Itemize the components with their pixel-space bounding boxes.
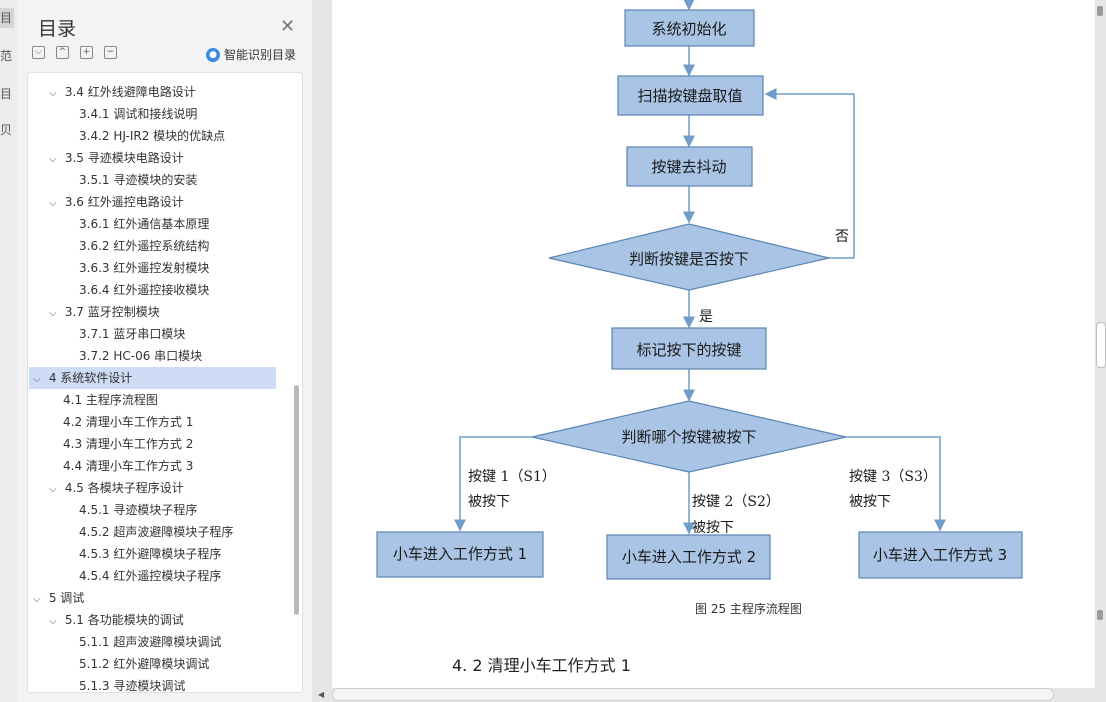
ai-icon: ●: [206, 47, 220, 62]
chevron-down-icon[interactable]: ⌵: [49, 484, 57, 495]
toc-item[interactable]: 3.6.3 红外遥控发射模块: [79, 261, 210, 275]
toc-item[interactable]: 4.1 主程序流程图: [63, 393, 158, 407]
section-heading: 4. 2 清理小车工作方式 1: [452, 656, 631, 675]
toc-item[interactable]: 4.5.3 红外避障模块子程序: [79, 547, 222, 561]
flowchart: 系统初始化 扫描按键盘取值 按键去抖动 判断按键是否按下 标记按下的按键 判断哪…: [376, 0, 1023, 580]
toc-item[interactable]: ⌵ 3.5 寻迹模块电路设计: [29, 147, 301, 169]
rail-item-4[interactable]: 贝: [0, 123, 13, 137]
chevron-down-icon[interactable]: ⌵: [49, 88, 57, 99]
toc-item[interactable]: 3.4.2 HJ-IR2 模块的优缺点: [79, 129, 226, 143]
toc-item[interactable]: ⌵ 5.1 各功能模块的调试: [29, 609, 301, 631]
toc-item[interactable]: ⌵ 3.7 蓝牙控制模块: [29, 301, 301, 323]
rail-item-3[interactable]: 目: [0, 87, 13, 101]
chevron-down-icon[interactable]: ⌵: [49, 154, 57, 165]
mode1-text: 小车进入工作方式 1: [393, 545, 527, 563]
rail-item-toc[interactable]: 目: [0, 8, 14, 28]
toc-item[interactable]: 4.2 清理小车工作方式 1: [63, 415, 194, 429]
key1-label-2: 被按下: [468, 494, 510, 510]
key3-label-1: 按键 3（S3）: [849, 469, 937, 485]
figure-caption: 图 25 主程序流程图: [695, 602, 802, 616]
branch-arrow-1: [454, 436, 532, 532]
collapse-all-icon[interactable]: ⌵: [32, 46, 45, 59]
scroll-marker[interactable]: [1097, 6, 1103, 16]
mode3-text: 小车进入工作方式 3: [873, 546, 1007, 564]
horizontal-scrollbar[interactable]: [332, 688, 1054, 701]
vertical-scrollbar[interactable]: [1096, 322, 1106, 368]
mode3-box: [858, 531, 1023, 579]
toc-item[interactable]: 4.5.4 红外遥控模块子程序: [79, 569, 222, 583]
mode2-box: [606, 534, 771, 580]
toc-item[interactable]: 3.6.1 红外通信基本原理: [79, 217, 210, 231]
toc-item[interactable]: 4.5.1 寻迹模块子程序: [79, 503, 198, 517]
scroll-marker[interactable]: [1097, 610, 1103, 620]
scan-text: 扫描按键盘取值: [637, 87, 742, 105]
key1-label-1: 按键 1（S1）: [468, 469, 556, 485]
toc-item[interactable]: 3.4.1 调试和接线说明: [79, 107, 198, 121]
left-rail: 目 范 目 贝: [0, 0, 19, 702]
key2-label-1: 按键 2（S2）: [692, 494, 780, 510]
toc-title: 目录: [38, 18, 77, 40]
toc-item[interactable]: 3.7.1 蓝牙串口模块: [79, 327, 186, 341]
mark-box: [611, 327, 767, 370]
toc-item[interactable]: 3.6.2 红外遥控系统结构: [79, 239, 210, 253]
rail-item-2[interactable]: 范: [0, 49, 13, 63]
smart-toc-button[interactable]: ● 智能识别目录: [206, 46, 296, 63]
toc-item[interactable]: 3.6.4 红外遥控接收模块: [79, 283, 210, 297]
chevron-down-icon[interactable]: ⌵: [33, 374, 41, 385]
toc-item[interactable]: 4.3 清理小车工作方式 2: [63, 437, 194, 451]
toc-item[interactable]: 4.4 清理小车工作方式 3: [63, 459, 194, 473]
toc-item[interactable]: ⌵ 3.6 红外遥控电路设计: [29, 191, 301, 213]
judge-which-text: 判断哪个按键被按下: [621, 428, 756, 446]
chevron-down-icon[interactable]: ⌵: [33, 594, 41, 605]
expand-level-icon[interactable]: ^: [56, 46, 69, 59]
chevron-down-icon[interactable]: ⌵: [49, 198, 57, 209]
key2-label-2: 被按下: [692, 520, 734, 536]
toc-item[interactable]: 3.5.1 寻迹模块的安装: [79, 173, 198, 187]
toc-item[interactable]: 5.1.1 超声波避障模块调试: [79, 635, 222, 649]
toc-item[interactable]: 3.7.2 HC-06 串口模块: [79, 349, 203, 363]
mode1-box: [376, 531, 544, 578]
remove-heading-icon[interactable]: −: [104, 46, 117, 59]
scroll-left-icon[interactable]: ◀: [318, 690, 325, 699]
toc-list: ⌵ 3.4 红外线避障电路设计 3.4.1 调试和接线说明 3.4.2 HJ-I…: [27, 72, 303, 693]
yes-label: 是: [699, 309, 713, 325]
toc-item[interactable]: 5.1.2 红外避障模块调试: [79, 657, 210, 671]
judge-which-diamond: [531, 400, 847, 473]
debounce-box: [626, 146, 753, 187]
toc-item[interactable]: 5.1.3 寻迹模块调试: [79, 679, 186, 693]
toc-item[interactable]: ⌵ 4.5 各模块子程序设计: [29, 477, 301, 499]
no-loop-arrow: [764, 88, 855, 259]
mode2-text: 小车进入工作方式 2: [622, 548, 756, 566]
debounce-text: 按键去抖动: [651, 158, 726, 176]
add-heading-icon[interactable]: +: [80, 46, 93, 59]
judge-press-diamond: [548, 223, 830, 291]
toc-item[interactable]: 4.5.2 超声波避障模块子程序: [79, 525, 234, 539]
chevron-down-icon[interactable]: ⌵: [49, 308, 57, 319]
toc-item-selected[interactable]: ⌵ 4 系统软件设计: [29, 367, 276, 389]
toc-item[interactable]: ⌵ 3.4 红外线避障电路设计: [29, 81, 301, 103]
chevron-down-icon[interactable]: ⌵: [49, 616, 57, 627]
key3-label-2: 被按下: [849, 494, 891, 510]
close-icon[interactable]: ✕: [280, 16, 296, 37]
no-label: 否: [835, 229, 849, 245]
branch-arrow-3: [846, 436, 946, 532]
smart-toc-label: 智能识别目录: [224, 48, 297, 62]
mark-text: 标记按下的按键: [636, 341, 741, 359]
init-text: 系统初始化: [651, 20, 726, 38]
toc-item[interactable]: ⌵ 5 调试: [29, 587, 285, 609]
scan-box: [617, 75, 764, 116]
init-box: [624, 9, 755, 47]
toc-panel: 目录 ✕ ⌵ ^ + − ● 智能识别目录 ⌵ 3.4 红外线避障电路设计 3.…: [18, 0, 312, 702]
document-page: 系统初始化 扫描按键盘取值 按键去抖动 判断按键是否按下 标记按下的按键 判断哪…: [332, 0, 1095, 688]
document-area: 系统初始化 扫描按键盘取值 按键去抖动 判断按键是否按下 标记按下的按键 判断哪…: [312, 0, 1106, 702]
toc-scrollbar[interactable]: [294, 385, 299, 615]
judge-press-text: 判断按键是否按下: [629, 250, 749, 268]
